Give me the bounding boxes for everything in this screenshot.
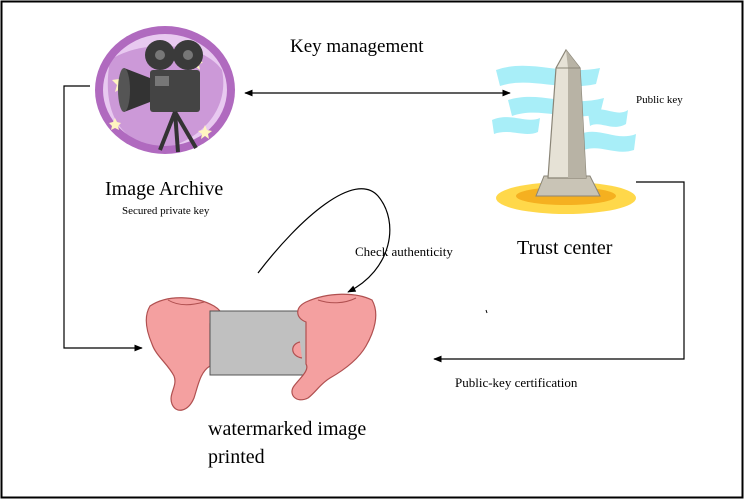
public-key-label: Public key: [636, 94, 683, 106]
printed-label: printed: [208, 446, 265, 468]
hands-holding-image-icon: [145, 293, 377, 411]
archive-to-image-arrow: [63, 85, 143, 352]
secured-private-key-label: Secured private key: [122, 205, 210, 217]
key-management-label: Key management: [290, 36, 424, 57]
image-archive-label: Image Archive: [105, 178, 224, 200]
trust-center-label: Trust center: [517, 237, 613, 259]
watermarked-image-label: watermarked image: [208, 418, 367, 440]
movie-camera-icon: [95, 26, 235, 154]
certification-arrow: [433, 181, 685, 363]
check-authenticity-arrow: [257, 188, 391, 293]
public-key-certification-label: Public-key certification: [455, 375, 578, 390]
check-authenticity-label: Check authenticity: [355, 244, 453, 259]
stray-mark: [485, 309, 488, 314]
watermarked-photo: [209, 310, 308, 376]
monument-icon: [492, 48, 636, 214]
